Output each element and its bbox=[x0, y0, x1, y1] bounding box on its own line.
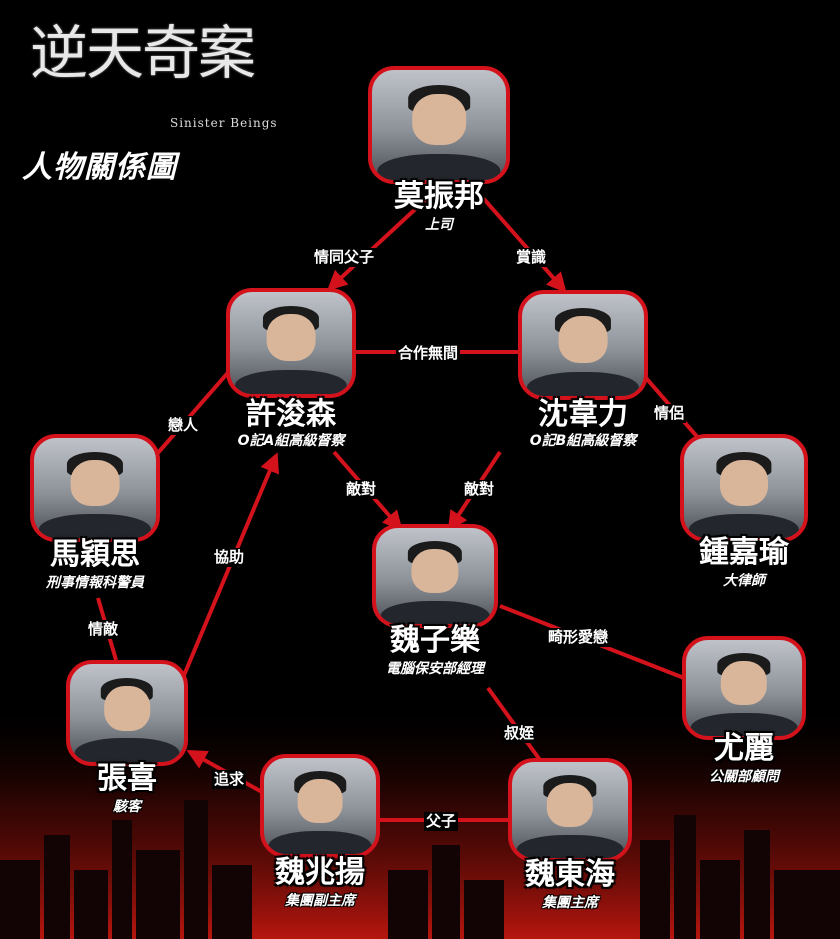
portrait-body bbox=[235, 370, 347, 398]
portrait-body bbox=[268, 831, 371, 858]
character-role: O記B組高級督察 bbox=[493, 434, 673, 448]
character-name: 魏兆揚 bbox=[230, 858, 410, 888]
relation-label: 情侶 bbox=[652, 404, 686, 423]
character-role: 集團主席 bbox=[480, 896, 660, 910]
relation-label: 情同父子 bbox=[312, 248, 376, 267]
character-name: 莫振邦 bbox=[349, 182, 529, 212]
portrait-head bbox=[71, 460, 120, 506]
character-role: 電腦保安部經理 bbox=[345, 662, 525, 676]
character-name: 沈韋力 bbox=[493, 400, 673, 430]
portrait-head bbox=[559, 316, 608, 363]
relation-label: 父子 bbox=[424, 812, 458, 831]
character-name: 馬穎思 bbox=[5, 540, 185, 570]
character-role: 集團副主席 bbox=[230, 894, 410, 908]
character-name: 鍾嘉瑜 bbox=[654, 538, 834, 568]
portrait-head bbox=[104, 686, 150, 731]
relation-label: 協助 bbox=[212, 548, 246, 567]
portrait-head bbox=[267, 314, 316, 361]
character-role: 公關部顧問 bbox=[654, 770, 834, 784]
relation-line-cheung-hui bbox=[182, 456, 276, 680]
character-role: 大律師 bbox=[654, 574, 834, 588]
portrait-ngai_siu bbox=[260, 754, 380, 858]
portrait-head bbox=[720, 460, 768, 506]
show-title-logo: 逆天奇案 bbox=[30, 18, 280, 88]
character-role: 駭客 bbox=[37, 800, 217, 814]
portrait-ngai_tung bbox=[508, 758, 632, 862]
character-name: 魏子樂 bbox=[345, 626, 525, 656]
portrait-ma bbox=[30, 434, 160, 542]
relation-label: 情敵 bbox=[86, 620, 120, 639]
portrait-head bbox=[547, 783, 593, 827]
portrait-shum bbox=[518, 290, 648, 400]
relation-label: 敵對 bbox=[344, 480, 378, 499]
character-name: 魏東海 bbox=[480, 860, 660, 890]
portrait-mok bbox=[368, 66, 510, 184]
portrait-hui bbox=[226, 288, 356, 398]
relation-label: 敵對 bbox=[462, 480, 496, 499]
chart-caption: 人物關係圖 bbox=[22, 142, 182, 186]
relation-label: 叔姪 bbox=[502, 724, 536, 743]
character-name: 許浚森 bbox=[201, 400, 381, 430]
portrait-yau bbox=[682, 636, 806, 740]
portrait-chung bbox=[680, 434, 808, 542]
character-role: O記A組高級督察 bbox=[201, 434, 381, 448]
relation-label: 追求 bbox=[212, 770, 246, 789]
relation-label: 戀人 bbox=[166, 416, 200, 435]
portrait-ngai_tsz bbox=[372, 524, 498, 628]
relation-label: 合作無間 bbox=[396, 344, 460, 363]
portrait-body bbox=[527, 372, 639, 400]
portrait-head bbox=[298, 779, 343, 823]
portrait-head bbox=[411, 549, 458, 593]
relation-label: 賞識 bbox=[514, 248, 548, 267]
portrait-head bbox=[721, 661, 767, 705]
character-role: 上司 bbox=[349, 218, 529, 232]
portrait-cheung bbox=[66, 660, 188, 766]
character-name: 張喜 bbox=[37, 764, 217, 794]
relation-label: 畸形愛戀 bbox=[546, 628, 610, 647]
show-subtitle: Sinister Beings bbox=[170, 116, 280, 130]
character-role: 刑事情報科警員 bbox=[5, 576, 185, 590]
portrait-head bbox=[412, 94, 466, 145]
character-name: 尤麗 bbox=[654, 734, 834, 764]
